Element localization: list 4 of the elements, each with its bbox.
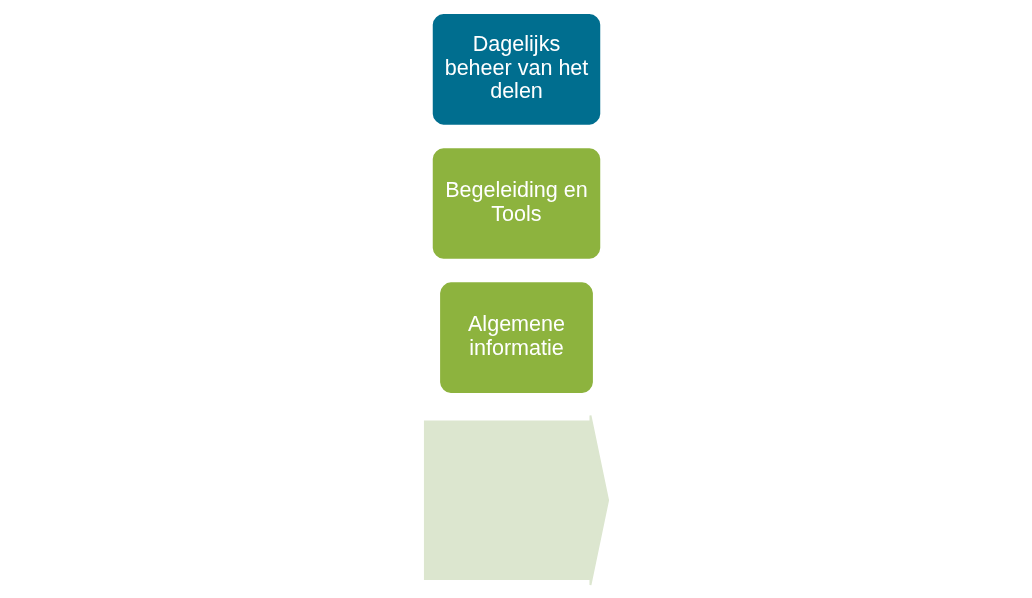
node-box: Begeleiding en Tools [430,146,602,261]
node-arrow [423,414,609,586]
node-box: Algemene informatie [437,280,595,395]
node-box: Dagelijks beheer van het delen [430,12,602,127]
